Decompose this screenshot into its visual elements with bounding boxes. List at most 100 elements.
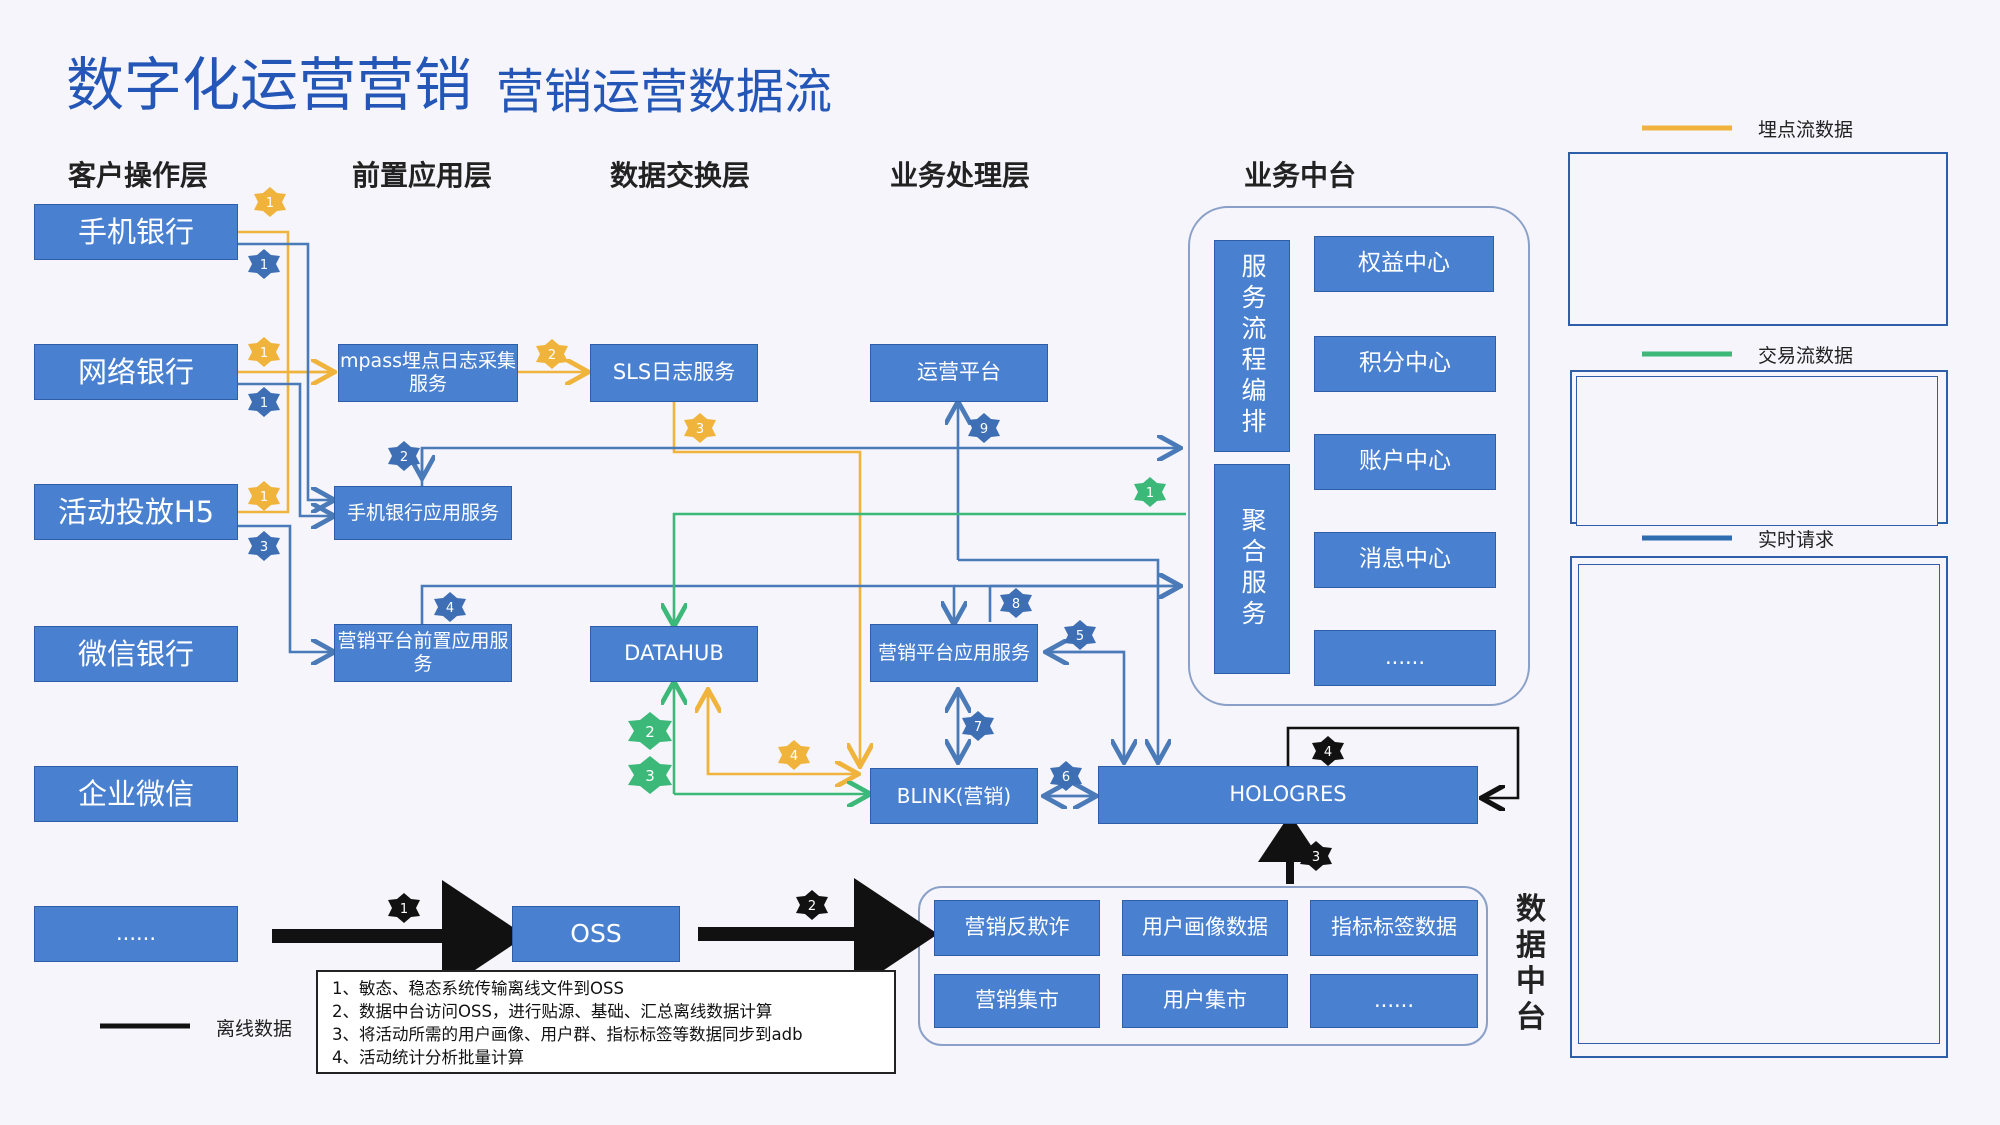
platform-message-center[interactable]: 消息中心 [1314,532,1496,588]
client-wecom[interactable]: 企业微信 [34,766,238,822]
flow-realtime-mobile [238,242,332,500]
client-mobile-banking[interactable]: 手机银行 [34,204,238,260]
flow-tracking-sls-blink [672,402,860,764]
flow-realtime-web [238,382,332,516]
step-badge-tracking-3: 3 [684,413,716,443]
data-fraud-detection[interactable]: 营销反欺诈 [934,900,1100,956]
svg-text:8: 8 [1012,597,1020,612]
svg-text:3: 3 [260,540,268,555]
step-badge-offline-1: 1 [388,893,420,923]
svg-text:3: 3 [696,422,704,437]
step-badge-realtime-7: 7 [962,711,994,741]
exchange-sls-log-service[interactable]: SLS日志服务 [590,344,758,402]
step-badge-tracking-4: 4 [778,740,810,770]
step-badge-tracking-1c: 1 [248,481,280,511]
platform-account-center[interactable]: 账户中心 [1314,434,1496,490]
client-web-banking[interactable]: 网络银行 [34,344,238,400]
platform-flow-orchestration[interactable]: 服务流程编排 [1214,240,1290,452]
platform-more[interactable]: ...... [1314,630,1496,686]
step-badge-realtime-1: 1 [248,249,280,279]
step-badge-realtime-6: 6 [1050,761,1082,791]
svg-text:2: 2 [548,348,556,363]
svg-text:1: 1 [260,490,268,505]
note-item: 1、敏态、稳态系统传输离线文件到OSS [332,979,624,998]
svg-text:1: 1 [260,258,268,273]
flow-transaction-platform-datahub [674,512,1186,624]
legend-panel-tracking [1568,152,1948,326]
flow-offline-hologres-loop [1286,726,1520,798]
business-hologres[interactable]: HOLOGRES [1098,766,1478,824]
step-badge-transaction-3: 3 [628,756,672,794]
client-wechat-banking[interactable]: 微信银行 [34,626,238,682]
exchange-oss[interactable]: OSS [512,906,680,962]
legend-transaction: 交易流数据 [1758,345,1854,367]
svg-text:9: 9 [980,422,988,437]
flow-realtime-mktapp-hologres [1046,650,1124,760]
flow-realtime-ops-hologres [958,558,1158,760]
data-more[interactable]: ...... [1310,974,1478,1028]
column-header-client: 客户操作层 [67,159,208,192]
svg-text:2: 2 [645,723,655,741]
step-badge-realtime-4: 4 [434,592,466,622]
step-badge-realtime-3: 3 [248,531,280,561]
page-subtitle: 营销运营数据流 [496,64,833,120]
platform-rights-center[interactable]: 权益中心 [1314,236,1494,292]
flow-realtime-h5 [238,524,332,652]
step-badge-realtime-1b: 1 [248,387,280,417]
step-badge-realtime-2: 2 [388,441,420,471]
legend-realtime: 实时请求 [1758,529,1835,551]
step-badge-tracking-1: 1 [254,187,286,217]
client-h5-campaign[interactable]: 活动投放H5 [34,484,238,540]
front-mpass-service[interactable]: mpass埋点日志采集服务 [338,344,518,402]
note-item: 3、将活动所需的用户画像、用户群、指标标签等数据同步到adb [332,1025,803,1044]
svg-text:1: 1 [400,902,408,917]
data-platform-label: 数据中台 [1516,892,1546,1035]
front-mobile-app-service[interactable]: 手机银行应用服务 [334,486,512,540]
step-badge-offline-4: 4 [1312,736,1344,766]
business-ops-platform[interactable]: 运营平台 [870,344,1048,402]
svg-text:6: 6 [1062,770,1070,785]
svg-text:4: 4 [1324,745,1332,760]
step-badge-offline-3: 3 [1300,841,1332,871]
business-blink[interactable]: BLINK(营销) [870,768,1038,824]
column-header-business: 业务处理层 [889,159,1030,192]
svg-text:1: 1 [1146,486,1154,501]
step-badge-realtime-8: 8 [1000,588,1032,618]
flow-tracking-h5 [238,372,290,514]
step-badge-realtime-5: 5 [1064,620,1096,650]
svg-text:3: 3 [1312,850,1320,865]
front-marketing-front-service[interactable]: 营销平台前置应用服务 [334,624,512,682]
platform-aggregation-service[interactable]: 聚合服务 [1214,464,1290,674]
legend-panel-transaction-inner [1576,376,1938,526]
svg-text:4: 4 [446,601,454,616]
column-header-exchange: 数据交换层 [609,159,750,192]
svg-text:5: 5 [1076,629,1084,644]
svg-text:2: 2 [808,899,816,914]
flow-realtime-mobileapp-platform [420,448,1178,486]
data-user-mart[interactable]: 用户集市 [1122,974,1288,1028]
page-title: 数字化运营营销 [66,51,473,119]
legend-offline: 离线数据 [216,1018,293,1040]
note-item: 4、活动统计分析批量计算 [332,1048,524,1067]
data-user-profile[interactable]: 用户画像数据 [1122,900,1288,956]
column-header-platform: 业务中台 [1243,159,1356,192]
step-badge-offline-2: 2 [796,890,828,920]
platform-points-center[interactable]: 积分中心 [1314,336,1496,392]
platform-container [1188,206,1530,706]
svg-text:4: 4 [790,749,798,764]
step-badge-tracking-1b: 1 [248,337,280,367]
data-marketing-mart[interactable]: 营销集市 [934,974,1100,1028]
step-badge-transaction-2: 2 [628,712,672,750]
step-badge-tracking-2: 2 [536,339,568,369]
note-item: 2、数据中台访问OSS，进行贴源、基础、汇总离线数据计算 [332,1002,773,1021]
step-badge-realtime-9: 9 [968,413,1000,443]
data-metric-tags[interactable]: 指标标签数据 [1310,900,1478,956]
svg-text:2: 2 [400,450,408,465]
svg-text:3: 3 [645,767,655,785]
exchange-datahub[interactable]: DATAHUB [590,626,758,682]
svg-text:1: 1 [266,196,274,211]
client-more[interactable]: ...... [34,906,238,962]
svg-text:1: 1 [260,346,268,361]
business-marketing-app-service[interactable]: 营销平台应用服务 [870,624,1038,682]
